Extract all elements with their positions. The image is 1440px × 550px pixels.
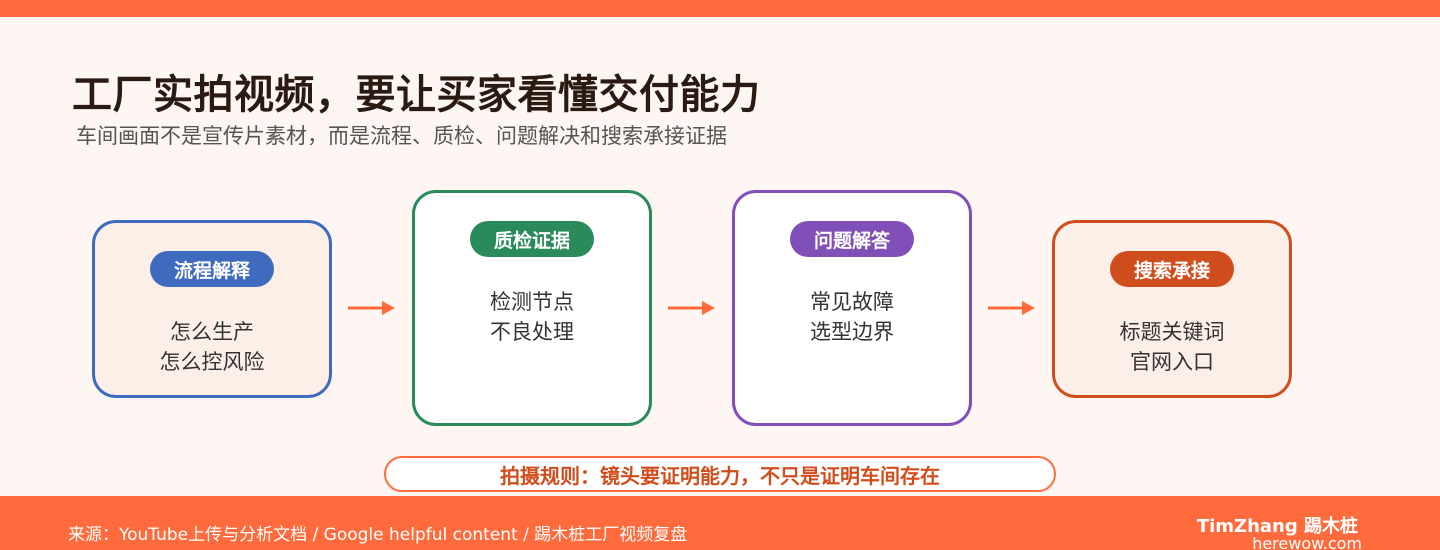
step-card-search: 搜索承接 标题关键词 官网入口 xyxy=(1052,220,1292,398)
step-label-process: 流程解释 xyxy=(149,251,275,287)
arrow-right-icon xyxy=(668,301,715,315)
brand-name: TimZhang 踢木桩 xyxy=(1196,516,1358,537)
step-details-problem: 常见故障 选型边界 xyxy=(735,287,969,347)
step-details-process: 怎么生产 怎么控风险 xyxy=(95,317,329,377)
top-accent-bar xyxy=(0,0,1440,17)
step-detail-line: 官网入口 xyxy=(1130,350,1214,374)
step-detail-line: 怎么生产 xyxy=(170,320,254,344)
step-card-process: 流程解释 怎么生产 怎么控风险 xyxy=(92,220,332,398)
step-detail-line: 标题关键词 xyxy=(1119,320,1225,344)
brand-url: herewow.com xyxy=(1252,534,1362,550)
page-title: 工厂实拍视频，要让买家看懂交付能力 xyxy=(72,72,761,118)
step-label-search: 搜索承接 xyxy=(1109,251,1235,287)
step-card-quality: 质检证据 检测节点 不良处理 xyxy=(412,190,652,426)
step-detail-line: 常见故障 xyxy=(810,290,894,314)
step-details-quality: 检测节点 不良处理 xyxy=(415,287,649,347)
footer-bar: 来源：YouTube上传与分析文档 / Google helpful conte… xyxy=(0,496,1440,550)
source-citation: 来源：YouTube上传与分析文档 / Google helpful conte… xyxy=(68,525,688,545)
page-subtitle: 车间画面不是宣传片素材，而是流程、质检、问题解决和搜索承接证据 xyxy=(76,124,727,148)
step-card-problem: 问题解答 常见故障 选型边界 xyxy=(732,190,972,426)
step-label-quality: 质检证据 xyxy=(469,221,595,257)
arrow-right-icon xyxy=(988,301,1035,315)
step-detail-line: 检测节点 xyxy=(490,290,574,314)
step-details-search: 标题关键词 官网入口 xyxy=(1055,317,1289,377)
arrow-right-icon xyxy=(348,301,395,315)
shooting-rule-banner: 拍摄规则：镜头要证明能力，不只是证明车间存在 xyxy=(384,456,1056,492)
step-label-problem: 问题解答 xyxy=(789,221,915,257)
step-detail-line: 选型边界 xyxy=(810,320,894,344)
step-detail-line: 不良处理 xyxy=(490,320,574,344)
step-detail-line: 怎么控风险 xyxy=(159,350,265,374)
